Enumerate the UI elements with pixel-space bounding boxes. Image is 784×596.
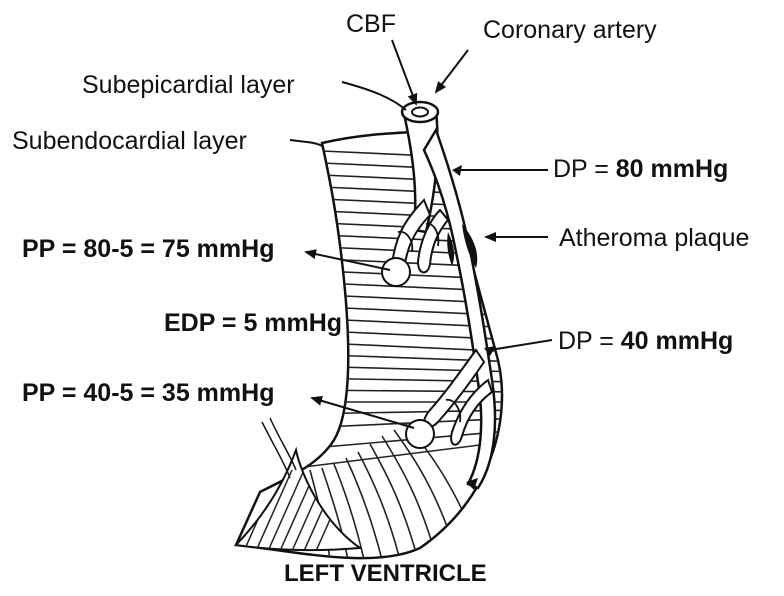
dp-80-unit: mmHg	[644, 155, 729, 183]
cbf-arrow	[392, 40, 416, 104]
dp-40-label: DP = 40 mmHg	[558, 329, 733, 354]
pp-75-prefix: PP	[22, 235, 55, 263]
coronary-artery-arrow	[436, 50, 468, 92]
capillary-bed-upper	[382, 258, 410, 286]
pp-75-rest: = 80-5 = 75 mmHg	[55, 235, 275, 263]
capillary-bed-lower	[406, 420, 434, 448]
cbf-label: CBF	[346, 12, 396, 37]
atheroma-plaque-label: Atheroma plaque	[559, 226, 749, 251]
dp-40-unit: mmHg	[649, 327, 734, 355]
pp-35-rest: = 40-5 = 35 mmHg	[55, 379, 275, 407]
subepicardial-layer-label: Subepicardial layer	[82, 73, 295, 98]
dp-80-value: 80	[616, 155, 644, 183]
pp-75-label: PP = 80-5 = 75 mmHg	[22, 237, 274, 262]
dp-80-label: DP = 80 mmHg	[553, 157, 728, 182]
pp-35-prefix: PP	[22, 379, 55, 407]
coronary-artery-label: Coronary artery	[483, 18, 657, 43]
dp-40-leader	[490, 340, 552, 350]
edp-label: EDP = 5 mmHg	[164, 311, 342, 336]
dp-40-prefix: DP =	[558, 327, 621, 355]
subendocardial-leader	[290, 140, 322, 146]
pp-35-label: PP = 40-5 = 35 mmHg	[22, 381, 274, 406]
subepicardial-leader	[342, 82, 406, 110]
diagram-title: LEFT VENTRICLE	[284, 562, 487, 586]
dp-40-value: 40	[621, 327, 649, 355]
dp-80-prefix: DP =	[553, 155, 616, 183]
subendocardial-layer-label: Subendocardial layer	[12, 129, 247, 154]
